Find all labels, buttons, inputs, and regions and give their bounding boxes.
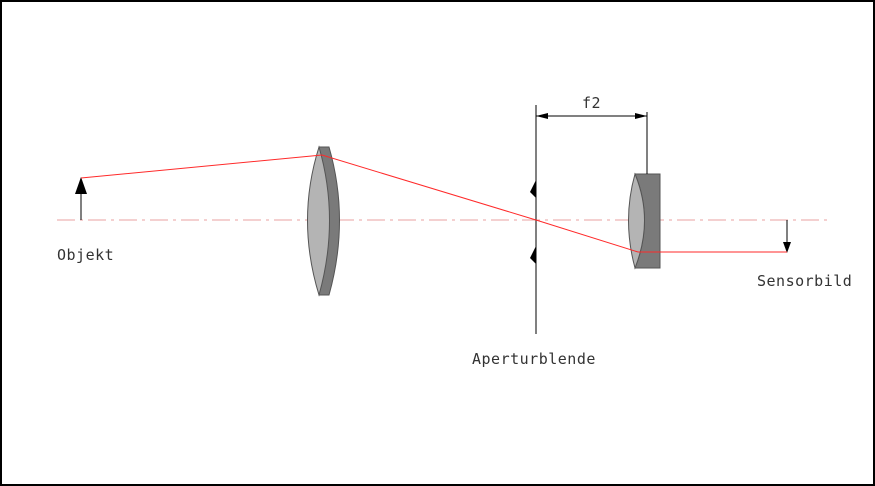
f2-dimension <box>536 112 648 174</box>
objective-lens-front <box>307 145 330 297</box>
light-ray <box>80 154 787 253</box>
object-label: Objekt <box>57 246 114 264</box>
second-lens-front <box>628 172 645 270</box>
sensor-image-arrow <box>783 220 791 253</box>
sensor-arrow-head <box>783 242 791 253</box>
f2-label: f2 <box>582 94 601 112</box>
second-lens <box>628 172 661 270</box>
aperture-lower-blade <box>530 246 536 264</box>
f2-arrow-right <box>635 113 647 119</box>
f2-arrow-left <box>536 113 548 119</box>
aperture-label: Aperturblende <box>472 350 596 368</box>
object-arrow <box>75 177 87 220</box>
sensor-label: Sensorbild <box>757 272 852 290</box>
objective-lens <box>307 145 340 297</box>
object-arrow-head <box>75 177 87 194</box>
aperture-upper-blade <box>530 180 536 198</box>
